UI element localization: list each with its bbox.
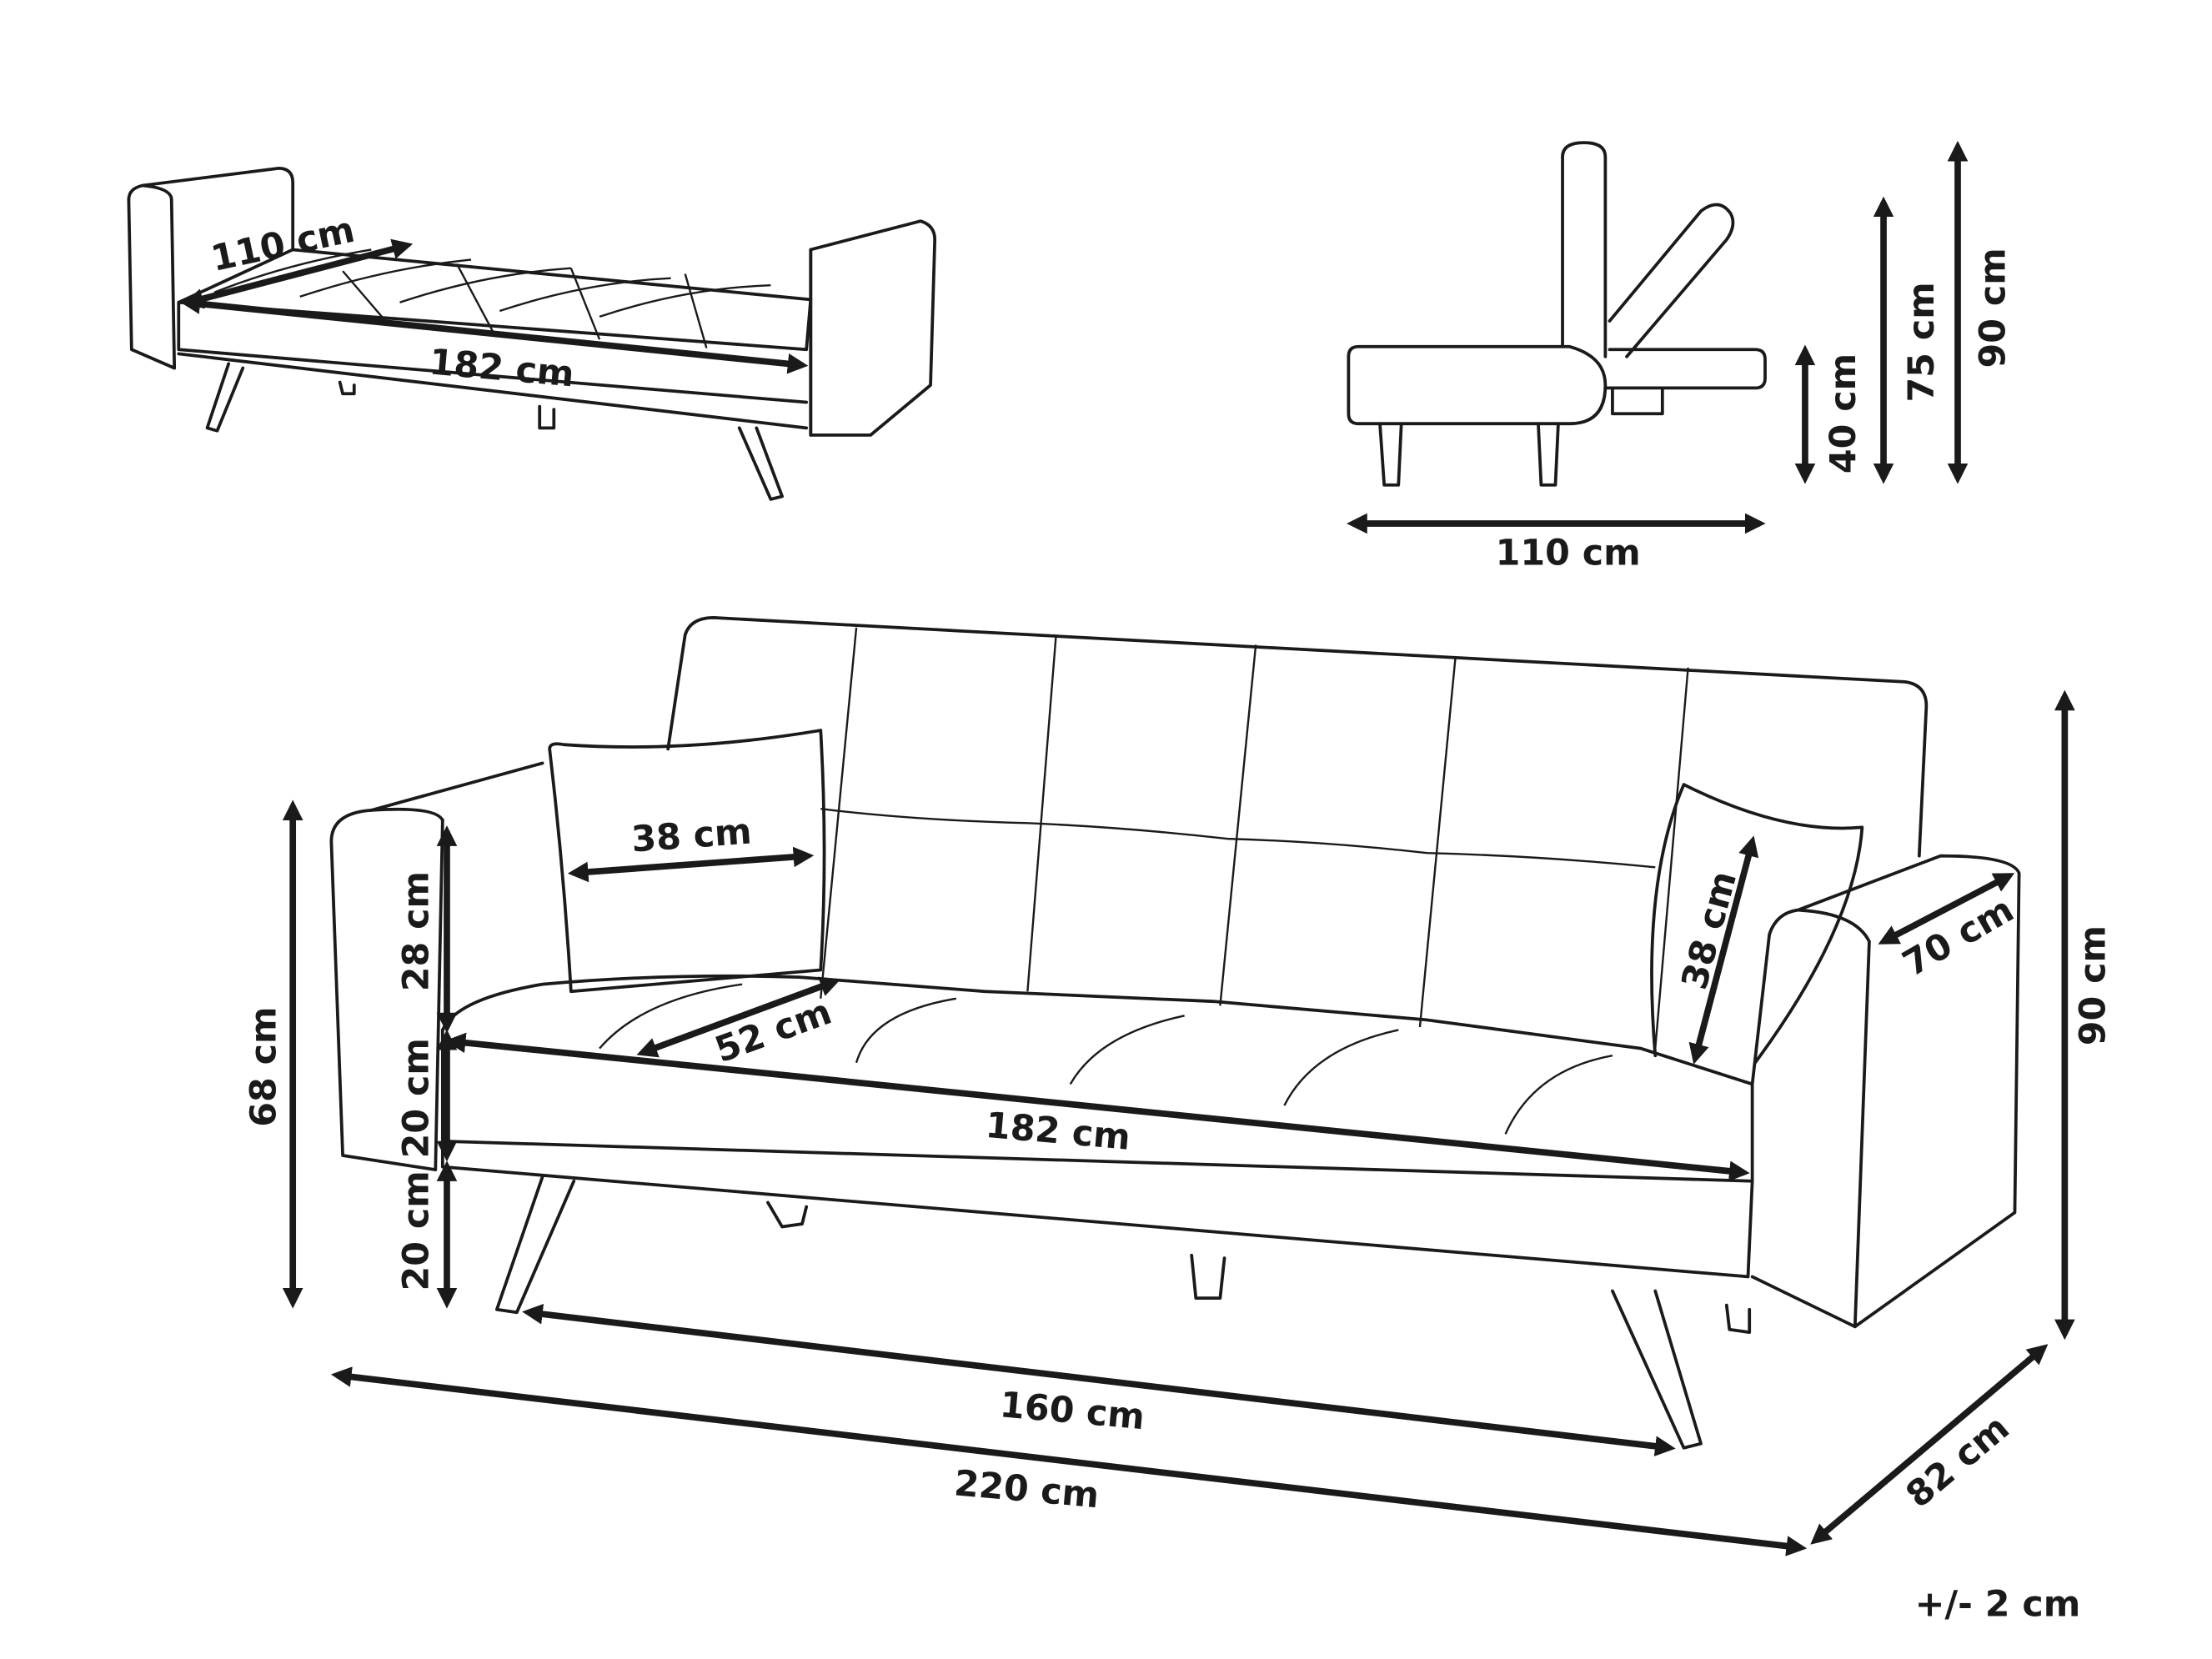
total-width-label: 220 cm xyxy=(952,1462,1101,1516)
dimension-arrow-seat-length xyxy=(444,1032,1750,1182)
back-height-label: 28 cm xyxy=(396,871,438,991)
back-height-label: 75 cm xyxy=(1901,282,1943,402)
dimension-arrow-arm-depth xyxy=(1878,873,2015,945)
side-view-drawing: 110 cm 40 cm 75 cm 90 cm xyxy=(1347,140,2014,574)
pillow-height-label: 38 cm xyxy=(1673,867,1745,994)
dimension-arrow-top-length xyxy=(179,293,809,374)
dimension-arrow-total-width xyxy=(330,1366,1808,1556)
tolerance-label: +/- 2 cm xyxy=(1915,1584,2081,1626)
sofa-bed-drawing: 110 cm 182 cm xyxy=(127,167,937,501)
total-height-label-side: 90 cm xyxy=(1972,248,2014,368)
front-view-drawing: 38 cm 28 cm 52 cm 20 cm 20 cm 68 cm 182 … xyxy=(243,616,2114,1556)
dimension-arrow-total-depth xyxy=(1810,1344,2049,1545)
pillow-width-label: 38 cm xyxy=(630,811,753,861)
leg-height-label: 20 cm xyxy=(396,1170,438,1291)
seat-length-label: 182 cm xyxy=(984,1105,1132,1159)
seat-height-label: 40 cm xyxy=(1823,353,1864,474)
leg-span-label: 160 cm xyxy=(998,1384,1146,1438)
top-length-label: 182 cm xyxy=(428,341,576,395)
side-depth-label: 110 cm xyxy=(1496,533,1641,574)
arm-height-label: 68 cm xyxy=(243,1006,285,1126)
dimension-arrow-top-depth xyxy=(183,238,414,309)
seat-thickness-label: 20 cm xyxy=(396,1038,438,1158)
dimension-arrow-pillow-height xyxy=(1688,835,1759,1065)
total-height-label: 90 cm xyxy=(2072,925,2114,1045)
dimension-arrow-pillow-width xyxy=(567,846,815,883)
